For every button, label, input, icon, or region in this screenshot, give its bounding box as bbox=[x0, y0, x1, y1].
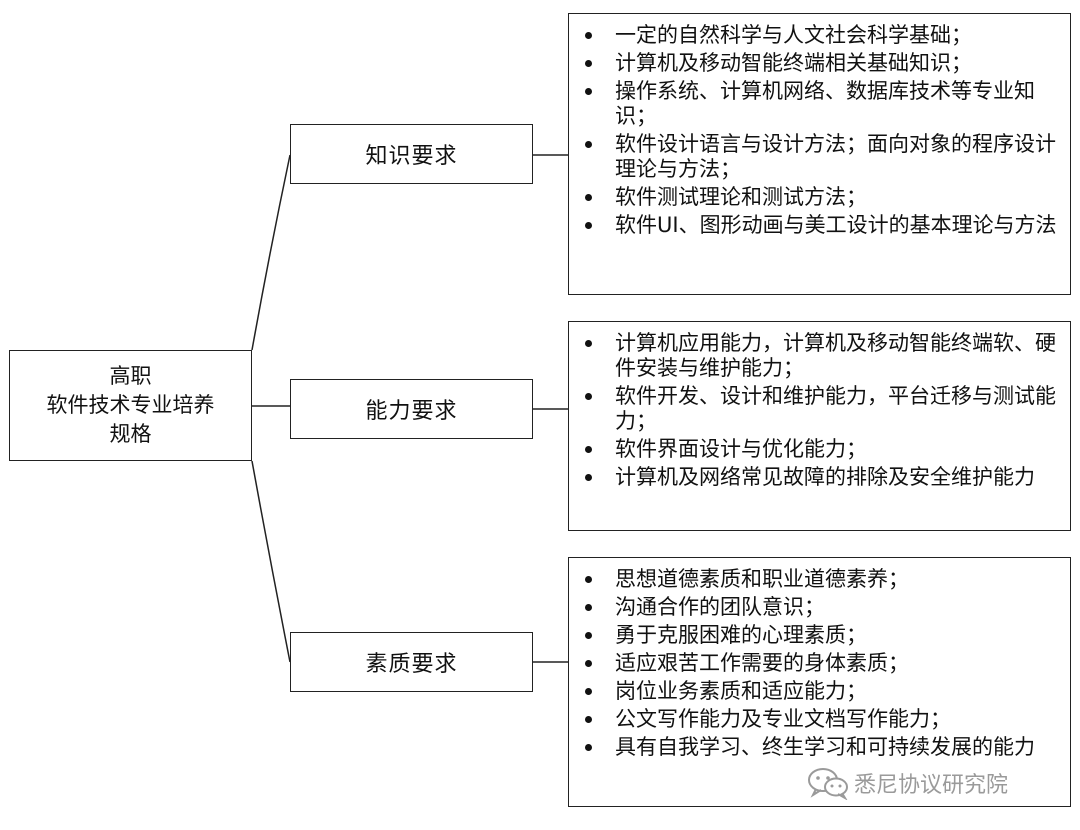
detail-text: 沟通合作的团队意识； bbox=[615, 595, 825, 619]
list-item: 软件UI、图形动画与美工设计的基本理论与方法 bbox=[575, 213, 1062, 238]
bullet-icon bbox=[585, 660, 592, 667]
list-item: 思想道德素质和职业道德素养； bbox=[575, 567, 1062, 592]
wechat-icon bbox=[808, 768, 848, 800]
detail-text: 勇于克服困难的心理素质； bbox=[615, 623, 867, 647]
bullet-icon bbox=[585, 632, 592, 639]
list-item: 计算机及移动智能终端相关基础知识； bbox=[575, 51, 1062, 76]
quality-details-list: 思想道德素质和职业道德素养； 沟通合作的团队意识； 勇于克服困难的心理素质； 适… bbox=[575, 567, 1062, 760]
category-quality-node: 素质要求 bbox=[290, 632, 533, 692]
category-quality-label: 素质要求 bbox=[365, 652, 458, 677]
ability-details-box: 计算机应用能力，计算机及移动智能终端软、硬件安装与维护能力； 软件开发、设计和维… bbox=[568, 321, 1071, 531]
connector-root-knowledge bbox=[251, 154, 291, 351]
detail-text: 操作系统、计算机网络、数据库技术等专业知识； bbox=[615, 79, 1035, 128]
bullet-icon bbox=[585, 141, 592, 148]
root-title-line-3: 规格 bbox=[109, 422, 152, 446]
detail-text: 软件设计语言与设计方法；面向对象的程序设计理论与方法； bbox=[615, 132, 1056, 181]
bullet-icon bbox=[585, 474, 592, 481]
list-item: 软件开发、设计和维护能力，平台迁移与测试能力； bbox=[575, 384, 1062, 434]
bullet-icon bbox=[585, 604, 592, 611]
detail-text: 思想道德素质和职业道德素养； bbox=[615, 567, 909, 591]
list-item: 岗位业务素质和适应能力； bbox=[575, 679, 1062, 704]
category-ability-label: 能力要求 bbox=[365, 399, 458, 424]
bullet-icon bbox=[585, 340, 592, 347]
bullet-icon bbox=[585, 716, 592, 723]
list-item: 沟通合作的团队意识； bbox=[575, 595, 1062, 620]
category-knowledge-label: 知识要求 bbox=[365, 144, 458, 169]
watermark: 悉尼协议研究院 bbox=[806, 766, 1008, 800]
category-ability-node: 能力要求 bbox=[290, 379, 533, 439]
list-item: 操作系统、计算机网络、数据库技术等专业知识； bbox=[575, 79, 1062, 129]
detail-text: 软件UI、图形动画与美工设计的基本理论与方法 bbox=[615, 213, 1057, 237]
list-item: 软件界面设计与优化能力； bbox=[575, 437, 1062, 462]
bullet-icon bbox=[585, 222, 592, 229]
watermark-text: 悉尼协议研究院 bbox=[854, 773, 1009, 798]
list-item: 一定的自然科学与人文社会科学基础； bbox=[575, 23, 1062, 48]
bullet-icon bbox=[585, 446, 592, 453]
list-item: 勇于克服困难的心理素质； bbox=[575, 623, 1062, 648]
list-item: 计算机及网络常见故障的排除及安全维护能力 bbox=[575, 465, 1062, 490]
bullet-icon bbox=[585, 576, 592, 583]
quality-details-box: 思想道德素质和职业道德素养； 沟通合作的团队意识； 勇于克服困难的心理素质； 适… bbox=[568, 557, 1071, 807]
root-title: 高职 软件技术专业培养 规格 bbox=[47, 362, 215, 449]
bullet-icon bbox=[585, 744, 592, 751]
detail-text: 具有自我学习、终生学习和可持续发展的能力 bbox=[615, 735, 1035, 759]
bullet-icon bbox=[585, 60, 592, 67]
list-item: 具有自我学习、终生学习和可持续发展的能力 bbox=[575, 735, 1062, 760]
detail-text: 适应艰苦工作需要的身体素质； bbox=[615, 651, 909, 675]
list-item: 软件测试理论和测试方法； bbox=[575, 185, 1062, 210]
list-item: 公文写作能力及专业文档写作能力； bbox=[575, 707, 1062, 732]
root-title-line-1: 高职 bbox=[109, 364, 152, 388]
category-knowledge-node: 知识要求 bbox=[290, 124, 533, 184]
list-item: 计算机应用能力，计算机及移动智能终端软、硬件安装与维护能力； bbox=[575, 331, 1062, 381]
root-title-line-2: 软件技术专业培养 bbox=[46, 393, 215, 417]
bullet-icon bbox=[585, 194, 592, 201]
root-node: 高职 软件技术专业培养 规格 bbox=[9, 350, 252, 461]
bullet-icon bbox=[585, 688, 592, 695]
detail-text: 计算机及移动智能终端相关基础知识； bbox=[615, 51, 972, 75]
ability-details-list: 计算机应用能力，计算机及移动智能终端软、硬件安装与维护能力； 软件开发、设计和维… bbox=[575, 331, 1062, 490]
list-item: 软件设计语言与设计方法；面向对象的程序设计理论与方法； bbox=[575, 132, 1062, 182]
knowledge-details-box: 一定的自然科学与人文社会科学基础； 计算机及移动智能终端相关基础知识； 操作系统… bbox=[568, 13, 1071, 295]
bullet-icon bbox=[585, 32, 592, 39]
detail-text: 计算机应用能力，计算机及移动智能终端软、硬件安装与维护能力； bbox=[615, 331, 1056, 380]
bullet-icon bbox=[585, 88, 592, 95]
knowledge-details-list: 一定的自然科学与人文社会科学基础； 计算机及移动智能终端相关基础知识； 操作系统… bbox=[575, 23, 1062, 238]
connector-root-quality bbox=[251, 460, 291, 663]
detail-text: 计算机及网络常见故障的排除及安全维护能力 bbox=[615, 465, 1035, 489]
detail-text: 软件测试理论和测试方法； bbox=[615, 185, 867, 209]
detail-text: 软件界面设计与优化能力； bbox=[615, 437, 867, 461]
detail-text: 一定的自然科学与人文社会科学基础； bbox=[615, 23, 972, 47]
detail-text: 软件开发、设计和维护能力，平台迁移与测试能力； bbox=[615, 384, 1056, 433]
list-item: 适应艰苦工作需要的身体素质； bbox=[575, 651, 1062, 676]
detail-text: 岗位业务素质和适应能力； bbox=[615, 679, 867, 703]
bullet-icon bbox=[585, 393, 592, 400]
detail-text: 公文写作能力及专业文档写作能力； bbox=[615, 707, 951, 731]
